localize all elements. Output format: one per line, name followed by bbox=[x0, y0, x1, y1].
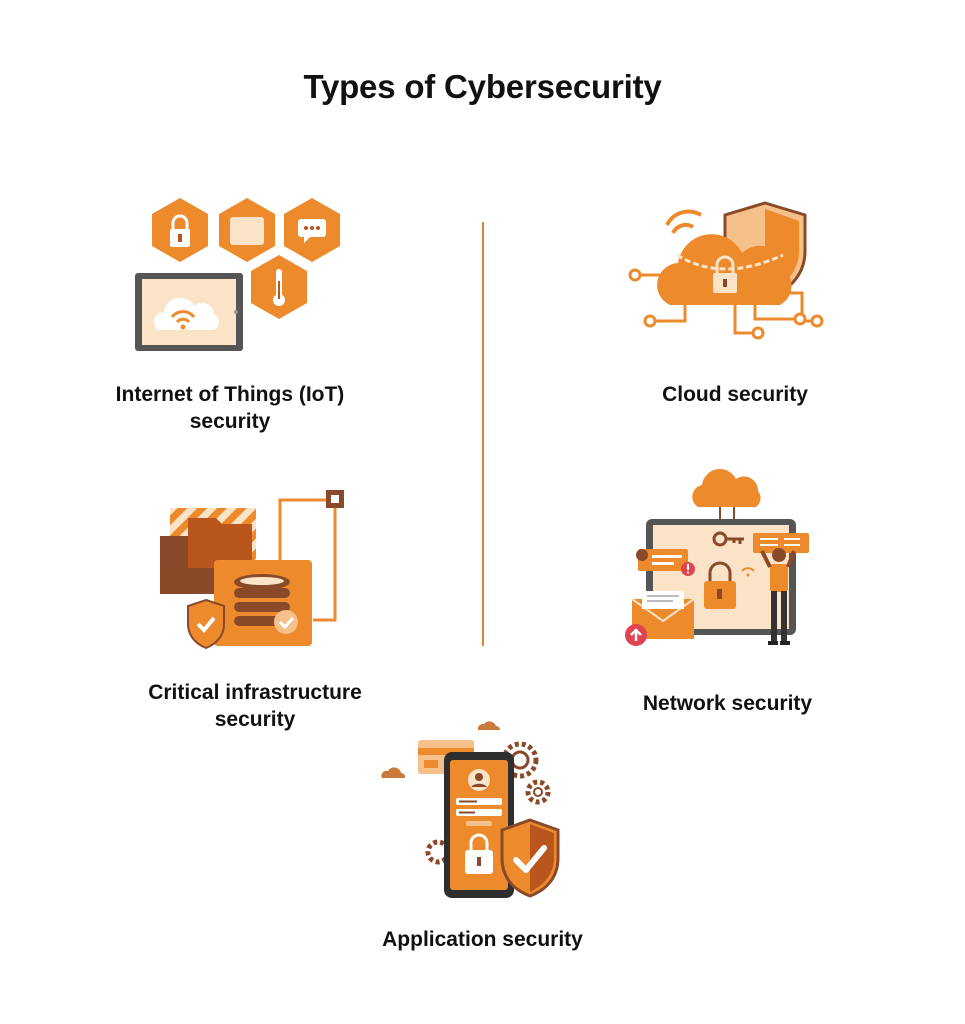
center-divider bbox=[482, 222, 484, 646]
iot-security-label: Internet of Things (IoT) security bbox=[80, 381, 380, 435]
critical-infrastructure-label-line1: Critical infrastructure bbox=[148, 681, 362, 704]
database-shield-icon bbox=[158, 488, 353, 653]
network-person-icon bbox=[620, 463, 820, 653]
page-title: Types of Cybersecurity bbox=[303, 68, 662, 105]
cloud-lock-icon bbox=[625, 195, 825, 345]
mobile-app-shield-icon bbox=[380, 720, 580, 900]
iot-security-label-line1: Internet of Things (IoT) bbox=[115, 383, 345, 406]
cloud-security-label: Cloud security bbox=[662, 383, 808, 406]
application-security-label: Application security bbox=[382, 928, 583, 951]
iot-security-label-line2: security bbox=[189, 410, 271, 433]
critical-infrastructure-label: Critical infrastructure security bbox=[100, 679, 410, 733]
network-security-label: Network security bbox=[642, 692, 813, 715]
iot-devices-icon bbox=[130, 195, 360, 355]
critical-infrastructure-label-line2: security bbox=[214, 708, 296, 731]
